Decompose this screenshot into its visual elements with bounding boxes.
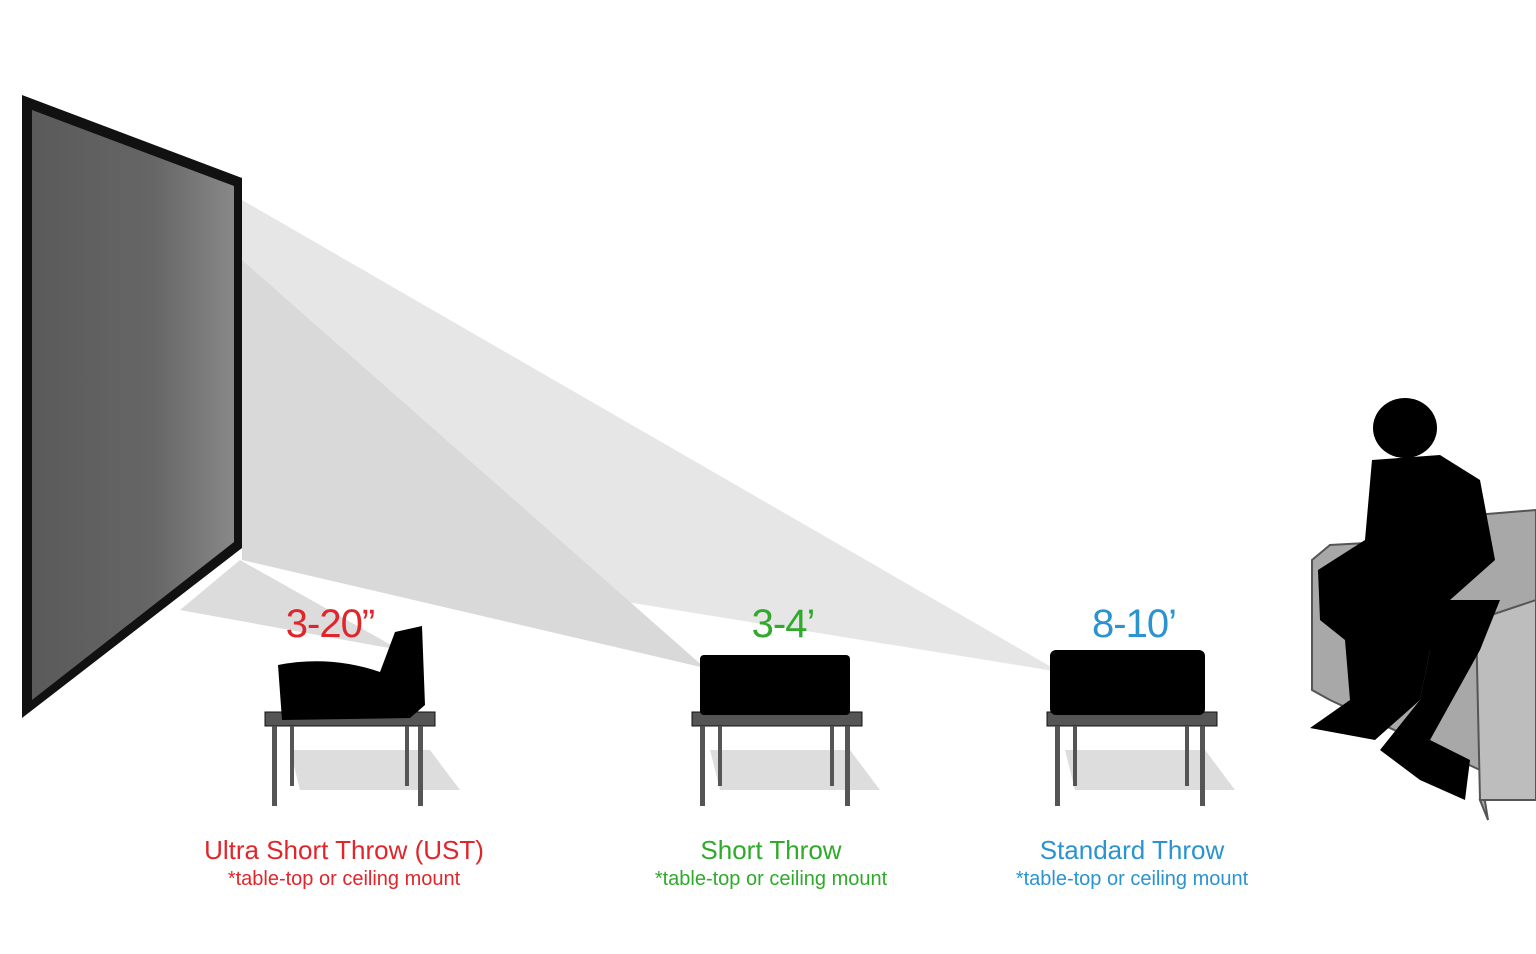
short-beam: [242, 260, 705, 668]
ust-mount-note: *table-top or ceiling mount: [227, 868, 461, 890]
short-projector-table: [691, 655, 880, 806]
standard-distance-label: 8-10’: [1092, 602, 1177, 646]
ust-name-label: Ultra Short Throw (UST): [204, 835, 484, 865]
ust-projector-table: [264, 626, 460, 806]
standard-projector: [1050, 650, 1205, 715]
viewer-silhouette: [1310, 398, 1500, 800]
short-distance-label: 3-4’: [751, 602, 816, 646]
standard-name-label: Standard Throw: [1039, 835, 1225, 865]
standard-projector-table: [1046, 650, 1235, 806]
ust-beam: [180, 560, 400, 650]
short-projector: [700, 655, 850, 715]
short-name-label: Short Throw: [700, 835, 842, 865]
ust-projector: [278, 626, 425, 720]
ust-distance-label: 3-20”: [285, 602, 375, 646]
short-mount-note: *table-top or ceiling mount: [654, 868, 888, 890]
standard-mount-note: *table-top or ceiling mount: [1015, 868, 1249, 890]
